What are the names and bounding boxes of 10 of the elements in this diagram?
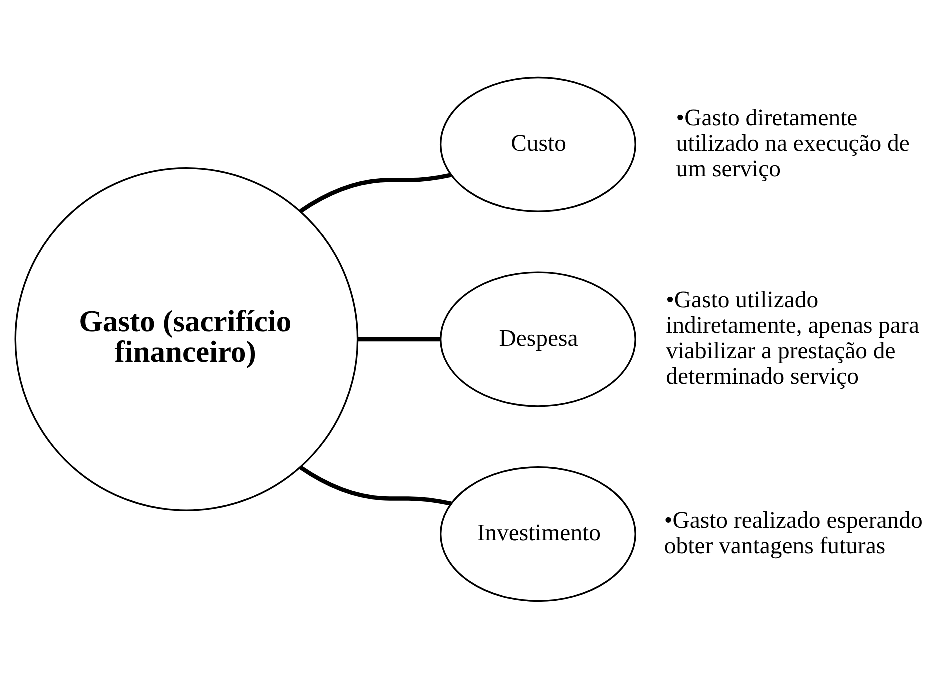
- node-label: •Gasto diretamente utilizado na execução de um serviço: [676, 105, 910, 182]
- connector: [300, 465, 452, 506]
- node-ellipse: Despesa: [440, 271, 636, 407]
- node-ellipse: Investimento: [440, 466, 636, 602]
- node-circle: Gasto (sacrifício financeiro): [14, 167, 359, 511]
- node-ellipse: Custo: [440, 76, 636, 212]
- connector: [358, 336, 440, 342]
- node-label: •Gasto realizado esperando obter vantagens futuras: [664, 507, 923, 559]
- node-label: •Gasto utilizado indiretamente, apenas para viabilizar a prestação de determinado serviço: [666, 287, 920, 390]
- connector: [300, 172, 452, 213]
